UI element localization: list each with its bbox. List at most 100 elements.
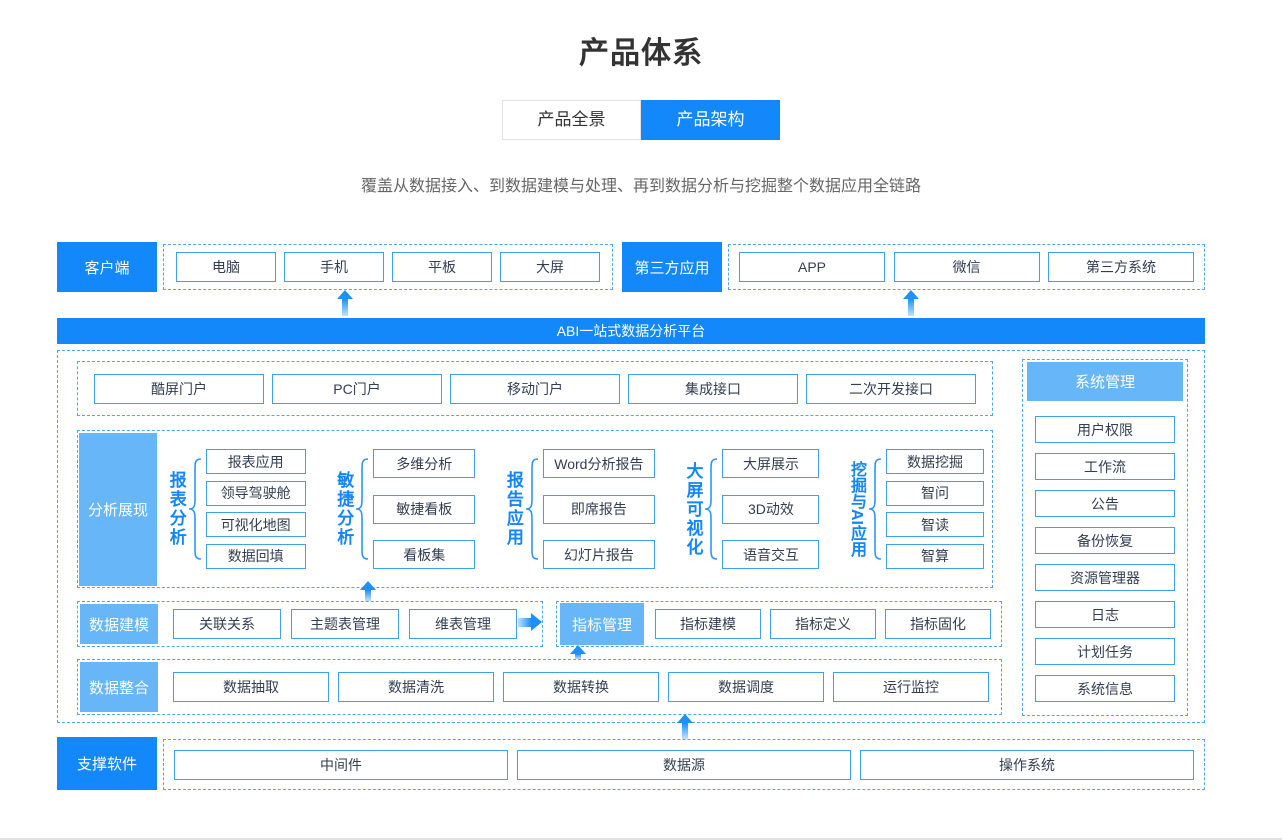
analysis-box: 智读: [885, 512, 984, 538]
portal-box: 二次开发接口: [806, 373, 976, 404]
integration-panel: 数据抽取数据清洗数据转换数据调度运行监控: [77, 659, 1002, 715]
integration-box: 数据调度: [668, 672, 824, 702]
support-box: 中间件: [174, 749, 508, 780]
group-name: 大屏可视化: [683, 461, 703, 557]
portal-box: PC门户: [272, 373, 442, 404]
analysis-box: 语音交互: [722, 540, 820, 569]
system-item-box: 资源管理器: [1035, 564, 1175, 591]
system-item-box: 计划任务: [1035, 638, 1175, 665]
analysis-box: 智问: [885, 480, 984, 506]
analysis-group-report: 报表分析 报表应用领导驾驶舱可视化地图数据回填: [166, 449, 306, 569]
support-row-label: 支撑软件: [57, 737, 157, 790]
group-name: 敏捷分析: [334, 471, 354, 547]
brace-icon: [356, 458, 369, 560]
analysis-box: 大屏展示: [722, 449, 820, 478]
integration-box: 数据转换: [503, 672, 659, 702]
indicator-row-label: 指标管理: [560, 603, 644, 645]
client-device-box: 平板: [392, 252, 492, 282]
group-name: 挖掘与AI应用: [847, 461, 865, 557]
analysis-box: 智算: [885, 543, 984, 569]
flow-arrow-up-icon: [337, 290, 353, 316]
analysis-box: 数据回填: [205, 543, 306, 569]
system-item-box: 工作流: [1035, 453, 1175, 480]
tab-product-panorama[interactable]: 产品全景: [502, 100, 641, 140]
support-box: 数据源: [517, 749, 851, 780]
integration-box: 数据抽取: [173, 672, 329, 702]
third-party-box: APP: [739, 252, 885, 282]
tab-product-architecture[interactable]: 产品架构: [641, 100, 780, 140]
brace-icon: [868, 458, 882, 560]
system-panel: 系统管理 用户权限工作流公告备份恢复资源管理器日志计划任务系统信息: [1022, 359, 1188, 716]
system-item-box: 系统信息: [1035, 675, 1175, 702]
group-name: 报表分析: [166, 471, 186, 547]
analysis-box: 3D动效: [722, 494, 820, 524]
system-item-box: 备份恢复: [1035, 527, 1175, 554]
group-name: 报告应用: [503, 471, 523, 547]
analysis-box: 领导驾驶舱: [205, 480, 306, 506]
platform-container: [57, 350, 1205, 723]
modeling-box: 维表管理: [409, 609, 517, 639]
analysis-box: 敏捷看板: [373, 494, 476, 524]
brace-icon: [525, 458, 538, 560]
page-subtitle: 覆盖从数据接入、到数据建模与处理、再到数据分析与挖掘整个数据应用全链路: [360, 178, 921, 195]
support-panel: 中间件数据源操作系统: [163, 739, 1205, 790]
flow-arrow-right-icon: [518, 613, 542, 631]
modeling-box: 主题表管理: [291, 609, 399, 639]
client-row-label: 客户端: [57, 242, 157, 292]
third-party-box: 第三方系统: [1048, 252, 1194, 282]
system-panel-items: 用户权限工作流公告备份恢复资源管理器日志计划任务系统信息: [1023, 416, 1187, 702]
group-boxes: 大屏展示 3D动效语音交互: [722, 449, 820, 569]
modeling-row-label: 数据建模: [80, 604, 158, 644]
portal-box: 集成接口: [628, 373, 798, 404]
system-panel-label: 系统管理: [1027, 362, 1183, 401]
integration-box: 运行监控: [833, 672, 989, 702]
indicator-box: 指标建模: [655, 609, 761, 639]
section-divider: [0, 838, 1282, 840]
indicator-panel: 指标建模指标定义指标固化: [556, 601, 1002, 647]
analysis-box: Word分析报告: [542, 449, 655, 478]
analysis-box: 可视化地图: [205, 512, 306, 538]
analysis-group-bigscreen: 大屏可视化 大屏展示 3D动效语音交互: [683, 449, 820, 569]
client-devices-panel: 电脑手机平板大屏: [163, 244, 613, 290]
third-party-panel: APP 微信第三方系统: [728, 244, 1205, 290]
analysis-box: 报表应用: [205, 449, 306, 474]
analysis-section: 分析展现 报表分析 报表应用领导驾驶舱可视化地图数据回填 敏捷分析 多维分析敏捷…: [77, 430, 993, 588]
analysis-group-agile: 敏捷分析 多维分析敏捷看板看板集: [334, 449, 476, 569]
flow-arrow-up-icon: [677, 714, 693, 739]
indicator-box: 指标定义: [770, 609, 876, 639]
analysis-group-ai: 挖掘与AI应用 数据挖掘智问智读智算: [847, 449, 984, 569]
analysis-group-report-app: 报告应用 Word分析报告即席报告幻灯片报告: [503, 449, 655, 569]
brace-icon: [705, 458, 718, 560]
modeling-box: 关联关系: [173, 609, 281, 639]
analysis-box: 幻灯片报告: [542, 540, 655, 569]
group-boxes: 报表应用领导驾驶舱可视化地图数据回填: [205, 449, 306, 569]
group-boxes: 数据挖掘智问智读智算: [885, 449, 984, 569]
client-device-box: 手机: [284, 252, 384, 282]
flow-arrow-up-icon: [903, 290, 919, 316]
portal-box: 酷屏门户: [94, 373, 264, 404]
flow-arrow-up-icon: [570, 645, 586, 659]
brace-icon: [188, 458, 201, 560]
tab-bar: 产品全景 产品架构: [502, 100, 780, 140]
client-device-box: 大屏: [500, 252, 600, 282]
analysis-box: 即席报告: [542, 494, 655, 524]
analysis-section-label: 分析展现: [79, 433, 157, 586]
system-item-box: 日志: [1035, 601, 1175, 628]
client-device-box: 电脑: [176, 252, 276, 282]
flow-arrow-up-icon: [360, 581, 376, 601]
third-party-box: 微信: [893, 252, 1040, 282]
analysis-box: 数据挖掘: [885, 449, 984, 474]
integration-row-label: 数据整合: [80, 662, 158, 712]
modeling-panel: 关联关系主题表管理维表管理: [77, 601, 543, 647]
portal-panel: 酷屏门户 PC门户移动门户集成接口二次开发接口: [77, 361, 993, 416]
integration-box: 数据清洗: [338, 672, 494, 702]
page-title: 产品体系: [579, 37, 703, 70]
analysis-box: 看板集: [373, 540, 476, 569]
third-party-row-label: 第三方应用: [622, 242, 722, 292]
group-boxes: Word分析报告即席报告幻灯片报告: [542, 449, 655, 569]
portal-box: 移动门户: [450, 373, 620, 404]
system-item-box: 公告: [1035, 490, 1175, 517]
support-box: 操作系统: [860, 749, 1194, 780]
group-boxes: 多维分析敏捷看板看板集: [373, 449, 476, 569]
